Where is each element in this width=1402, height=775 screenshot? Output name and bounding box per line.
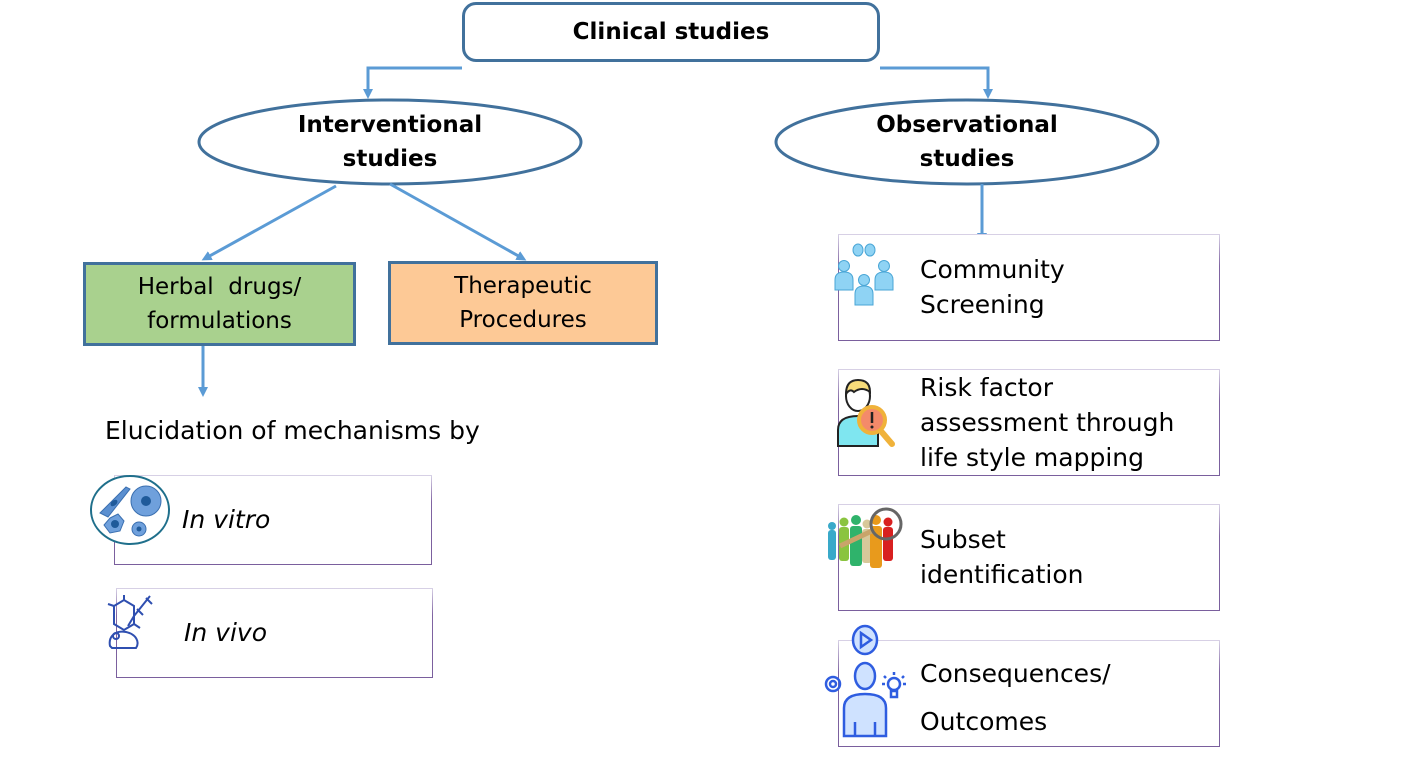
obs-card-community-screening xyxy=(838,234,1220,341)
root-node-clinical-studies: Clinical studies xyxy=(462,2,880,62)
method-label-in-vivo: In vivo xyxy=(184,618,267,647)
herbal-line2: formulations xyxy=(147,308,292,334)
interventional-node: Interventional studies xyxy=(199,108,581,176)
connector-to-therapeutic xyxy=(389,182,527,261)
obs-item-line: assessment through xyxy=(920,408,1175,437)
therapeutic-line1: Therapeutic xyxy=(454,273,592,299)
obs-item-subset: Subset identification xyxy=(920,522,1084,592)
therapeutic-line2: Procedures xyxy=(459,307,587,333)
obs-item-line: Community xyxy=(920,255,1065,284)
connector-root-to-interventional xyxy=(363,66,462,99)
obs-item-line: identification xyxy=(920,560,1084,589)
obs-card-subset xyxy=(838,504,1220,611)
cell-culture-icon xyxy=(90,475,170,545)
interventional-label-line1: Interventional xyxy=(297,112,483,138)
obs-item-line: Subset xyxy=(920,525,1006,554)
observational-label-line1: Observational xyxy=(876,112,1058,138)
obs-card-outcomes xyxy=(838,640,1220,747)
subset-magnifier-icon xyxy=(828,507,903,568)
interventional-label-line2: studies xyxy=(342,146,438,172)
obs-item-outcomes: Consequences/ Outcomes xyxy=(920,650,1111,746)
mechanism-heading: Elucidation of mechanisms by xyxy=(105,416,480,445)
therapeutic-procedures-node: Therapeutic Procedures xyxy=(388,261,658,345)
obs-item-line: life style mapping xyxy=(920,443,1144,472)
outcomes-person-icon xyxy=(824,624,906,738)
obs-item-line: Outcomes xyxy=(920,707,1048,736)
connector-to-herbal xyxy=(201,184,337,261)
risk-assessment-icon xyxy=(837,378,895,447)
obs-item-community-screening: Community Screening xyxy=(920,252,1065,322)
obs-item-line: Screening xyxy=(920,290,1045,319)
connector-root-to-observational xyxy=(880,66,993,99)
observational-node: Observational studies xyxy=(776,108,1158,176)
obs-item-risk-factor: Risk factor assessment through life styl… xyxy=(920,370,1174,475)
herbal-line1: Herbal drugs/ xyxy=(137,274,302,300)
community-group-icon xyxy=(834,243,894,306)
obs-item-line: Risk factor xyxy=(920,373,1054,402)
method-card-in-vivo xyxy=(116,588,433,678)
obs-item-line: Consequences/ xyxy=(920,659,1111,688)
mouse-injection-icon xyxy=(107,595,153,649)
method-label-in-vitro: In vitro xyxy=(182,505,271,534)
root-label: Clinical studies xyxy=(572,19,770,45)
obs-card-risk-factor xyxy=(838,369,1220,476)
herbal-drugs-node: Herbal drugs/ formulations xyxy=(83,262,356,346)
observational-label-line2: studies xyxy=(919,146,1015,172)
